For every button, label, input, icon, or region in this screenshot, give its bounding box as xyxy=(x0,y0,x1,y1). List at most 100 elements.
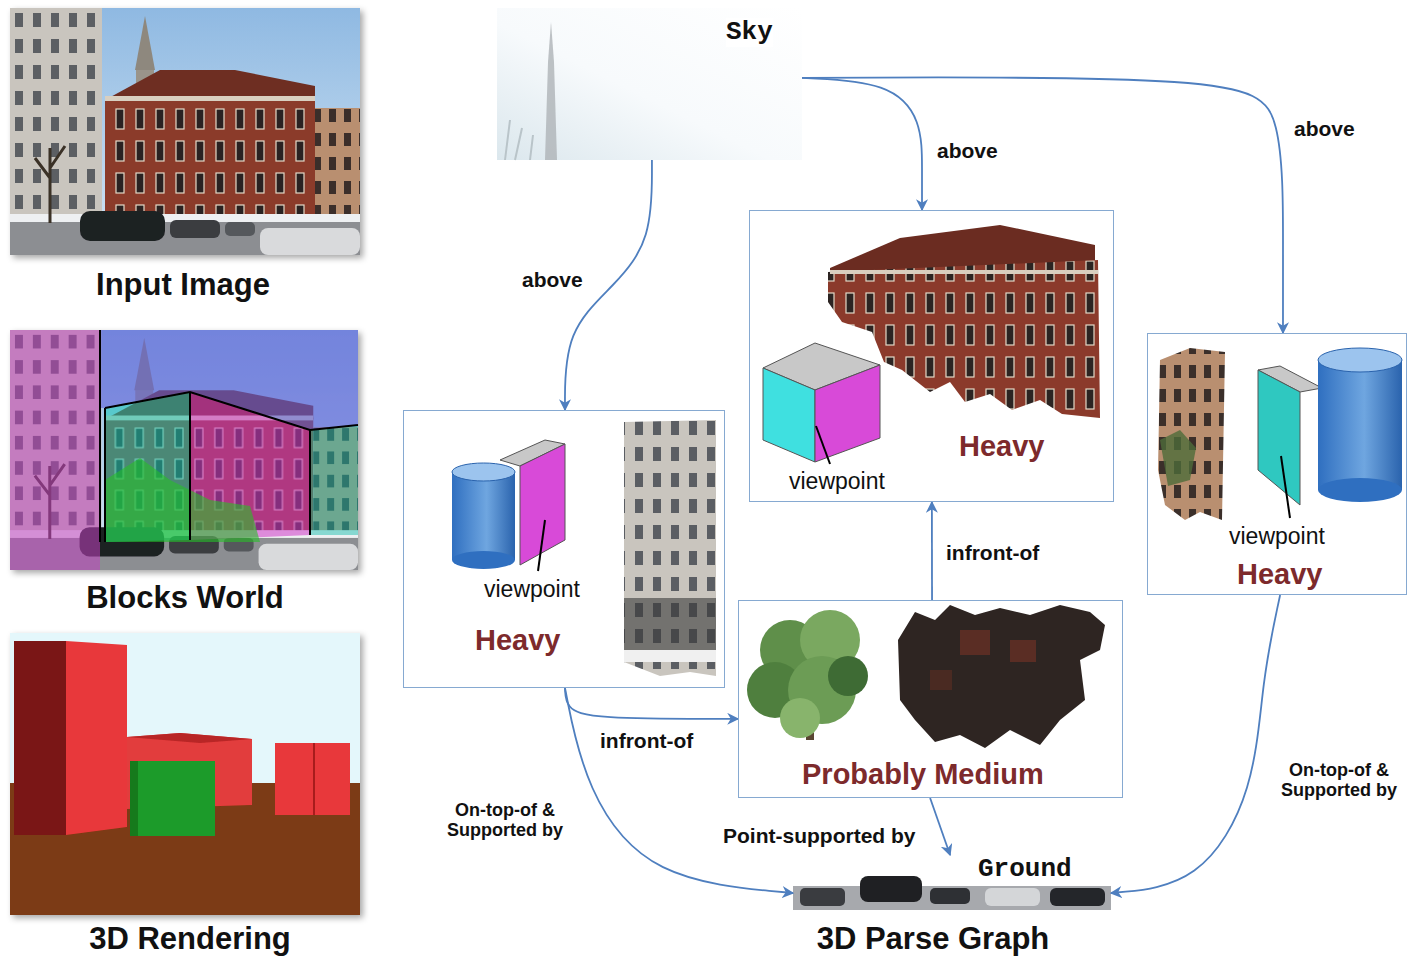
label-holder: On-top-of & Supported by xyxy=(444,800,566,840)
block-slab-cylinder-icon xyxy=(1281,456,1290,518)
rendering-image xyxy=(275,743,350,815)
label-holder: Point-supported by xyxy=(721,824,918,848)
rendering-image xyxy=(66,641,127,835)
relation-label: On-top-of & Supported by xyxy=(444,800,566,840)
sky-picture xyxy=(497,8,802,160)
building-picture xyxy=(830,270,1098,274)
rendering-image xyxy=(127,733,252,743)
sky-picture xyxy=(497,8,802,160)
building-picture xyxy=(624,420,716,676)
block-slab-cylinder-icon xyxy=(1318,348,1402,372)
relation-label: above xyxy=(1292,117,1357,141)
relation-label: above xyxy=(935,139,1000,163)
object-node: Probably Medium xyxy=(738,600,1123,798)
region-label: Ground xyxy=(978,855,1072,884)
relation-arrow xyxy=(931,502,933,600)
block-slab-cylinder-icon xyxy=(1318,360,1402,490)
relation-arrow xyxy=(1111,595,1280,893)
ground-picture xyxy=(793,886,1111,910)
block-cylinder-slab-icon xyxy=(538,520,545,571)
building-fragment-picture xyxy=(960,630,990,655)
block-slab-cylinder-icon xyxy=(1258,370,1300,505)
region-label: Sky xyxy=(726,18,773,47)
weight-label: Heavy xyxy=(475,625,560,657)
block-cylinder-slab-icon xyxy=(452,472,515,560)
block-cube-icon xyxy=(816,426,830,464)
rendering-image xyxy=(130,761,215,836)
blocks-world-image xyxy=(310,425,358,535)
label-holder: Input Image xyxy=(13,268,353,302)
relation-arrow xyxy=(565,688,738,719)
relation-label: Point-supported by xyxy=(721,824,918,848)
block-cube-icon xyxy=(763,343,880,464)
text-holder: Probably Medium xyxy=(802,759,1044,791)
tree-picture xyxy=(780,698,820,738)
weight-label: Heavy xyxy=(959,431,1044,463)
viewpoint-label: viewpoint xyxy=(789,469,885,494)
building-fragment-picture xyxy=(1010,640,1036,662)
object-node: viewpointHeavy xyxy=(403,410,725,688)
building-fragment-picture xyxy=(898,605,1105,748)
label-holder: infront-of xyxy=(944,541,1041,565)
sky-node: Sky xyxy=(497,8,802,160)
sky-picture xyxy=(545,22,557,160)
sky-picture xyxy=(505,120,533,160)
viewpoint-label: viewpoint xyxy=(1229,524,1325,549)
rendering-image xyxy=(313,743,315,815)
relation-label: above xyxy=(520,268,585,292)
input-image-photo xyxy=(10,8,360,255)
rendering-image xyxy=(10,633,360,915)
building-fragment-picture xyxy=(898,605,1105,748)
image-caption: 3D Rendering xyxy=(89,922,291,956)
text-holder: viewpoint xyxy=(1229,524,1325,549)
building-picture xyxy=(1158,348,1225,520)
image-caption: Blocks World xyxy=(86,581,284,615)
block-cylinder-slab-icon xyxy=(452,440,565,571)
label-holder: infront-of xyxy=(598,729,695,753)
image-caption: Input Image xyxy=(96,268,270,302)
text-holder: Sky xyxy=(726,18,773,47)
label-holder: Blocks World xyxy=(15,581,355,615)
tree-picture xyxy=(828,656,868,696)
building-picture xyxy=(1158,348,1225,520)
label-holder: above xyxy=(935,139,1000,163)
blocks-world-image xyxy=(10,330,358,570)
rendering-image xyxy=(10,633,360,915)
relation-label: infront-of xyxy=(598,729,695,753)
rendering-image xyxy=(14,641,66,835)
blocks-world-image xyxy=(10,330,100,570)
block-cylinder-slab-icon xyxy=(452,463,515,481)
weight-label: Probably Medium xyxy=(802,759,1044,791)
ground-picture xyxy=(800,888,845,906)
tree-picture xyxy=(747,610,868,740)
block-cube-icon xyxy=(763,368,815,462)
ground-picture xyxy=(860,876,922,902)
rendering-image xyxy=(130,761,138,836)
blocks-world-image xyxy=(105,458,260,542)
label-holder: On-top-of & Supported by xyxy=(1278,760,1400,800)
text-holder: viewpoint xyxy=(789,469,885,494)
input-image-photo xyxy=(10,8,360,255)
building-picture xyxy=(624,420,716,676)
ground-node: Ground xyxy=(793,855,1111,912)
relation-arrow xyxy=(565,688,793,893)
text-holder: Heavy xyxy=(1237,559,1322,591)
blocks-world-image xyxy=(10,330,358,570)
building-picture xyxy=(624,650,716,662)
relation-label: infront-of xyxy=(944,541,1041,565)
building-fragment-picture xyxy=(930,670,952,690)
ground-picture xyxy=(985,888,1040,906)
block-slab-cylinder-icon xyxy=(1318,478,1402,502)
caption-holder: 3D Parse Graph xyxy=(733,922,1133,956)
label-holder: above xyxy=(520,268,585,292)
block-cylinder-slab-icon xyxy=(452,551,515,569)
building-picture xyxy=(624,598,716,654)
block-cylinder-slab-icon xyxy=(520,444,565,565)
blocks-world-image xyxy=(100,330,358,542)
text-holder: Heavy xyxy=(475,625,560,657)
label-holder: above xyxy=(1292,117,1357,141)
